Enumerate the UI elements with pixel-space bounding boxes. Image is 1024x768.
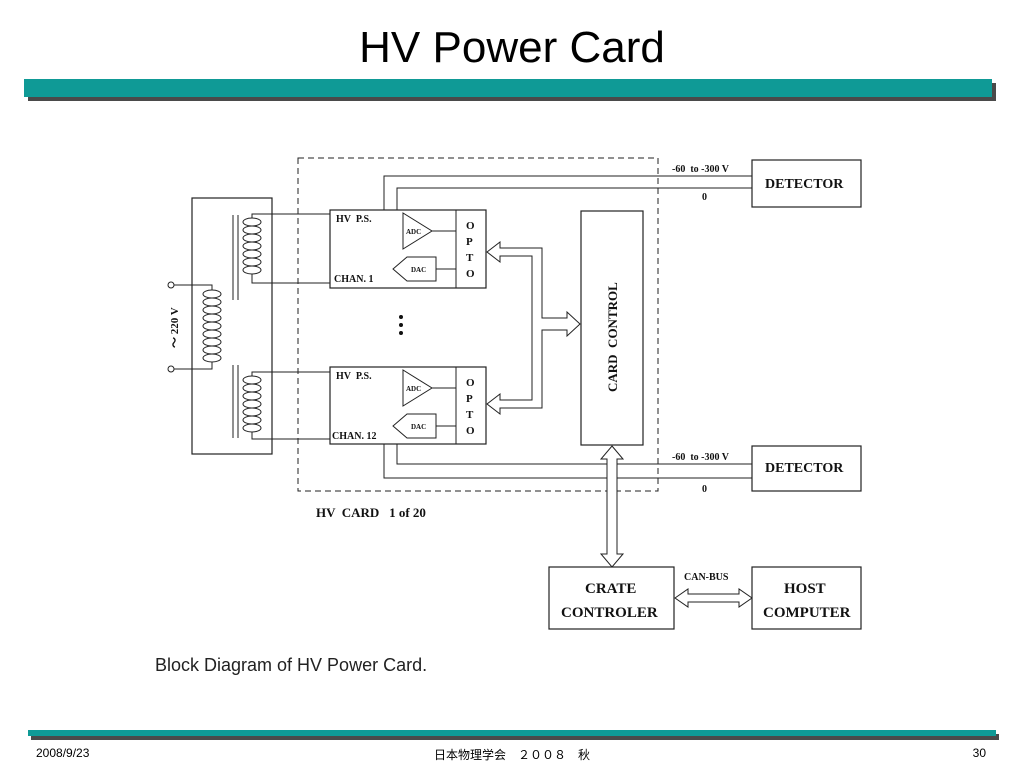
channel-1-opto-t: T bbox=[466, 252, 474, 264]
channel-12-adc bbox=[402, 369, 433, 407]
footer-page-number: 30 bbox=[972, 746, 986, 760]
channel-12-dac-label: DAC bbox=[411, 423, 426, 431]
channel-1-dac-label: DAC bbox=[411, 266, 426, 274]
more-channels-dots bbox=[399, 315, 403, 335]
secondary-coil-top bbox=[242, 217, 262, 275]
primary-coil bbox=[202, 289, 222, 363]
channel-12-ps-label: HV P.S. bbox=[336, 371, 372, 382]
opto-card-control-arrow bbox=[486, 240, 581, 416]
wire-bottom-hv bbox=[396, 444, 752, 465]
wire-bottom-return bbox=[383, 444, 752, 479]
detector-bottom-label: DETECTOR bbox=[765, 461, 844, 476]
host-computer-line2: COMPUTER bbox=[763, 605, 851, 621]
channel-1-opto-o2: O bbox=[466, 268, 475, 280]
voltage-label-top: -60 to -300 V bbox=[672, 164, 730, 175]
card-control-block bbox=[580, 210, 644, 446]
hv-card-boundary bbox=[297, 157, 659, 492]
footer-bar bbox=[28, 730, 996, 736]
diagram-caption: Block Diagram of HV Power Card. bbox=[155, 655, 428, 675]
mains-label: ～ 220 V bbox=[169, 307, 181, 348]
channel-1-chan-label: CHAN. 1 bbox=[334, 274, 373, 285]
detector-bottom-block bbox=[751, 445, 862, 492]
crate-controller-line1: CRATE bbox=[585, 581, 636, 597]
title-bar bbox=[24, 79, 992, 97]
crate-controller-block bbox=[548, 566, 675, 630]
host-computer-line1: HOST bbox=[784, 581, 826, 597]
channel-12-chan-label: CHAN. 12 bbox=[332, 431, 376, 442]
channel-1-ps-label: HV P.S. bbox=[336, 214, 372, 225]
host-computer-block bbox=[751, 566, 862, 630]
zero-label-bottom: 0 bbox=[702, 484, 707, 495]
transformer-box bbox=[191, 197, 273, 455]
channel-12-opto-t: T bbox=[466, 409, 474, 421]
detector-top-label: DETECTOR bbox=[765, 177, 844, 192]
card-control-label: CARD CONTROL bbox=[605, 282, 620, 392]
channel-1-block: HV P.S. CHAN. 1 ADC DAC O P T O bbox=[329, 209, 487, 289]
channel-12-block: HV P.S. CHAN. 12 ADC DAC O P T O bbox=[329, 366, 487, 445]
channel-12-opto-p: P bbox=[466, 393, 473, 405]
channel-1-adc-label: ADC bbox=[406, 228, 421, 236]
channel-12-adc-label: ADC bbox=[406, 385, 421, 393]
channel-12-opto-o2: O bbox=[466, 425, 475, 437]
footer-bar-shadow bbox=[31, 734, 999, 740]
footer-date: 2008/9/23 bbox=[36, 746, 90, 760]
can-bus-label: CAN-BUS bbox=[684, 572, 729, 583]
can-bus-arrow bbox=[674, 588, 753, 608]
wire-top-return bbox=[396, 187, 752, 210]
crate-controller-line2: CONTROLER bbox=[561, 605, 658, 621]
secondary-coil-bottom bbox=[242, 375, 262, 433]
channel-1-opto-o1: O bbox=[466, 220, 475, 232]
zero-label-top: 0 bbox=[702, 192, 707, 203]
wire-top-hv bbox=[383, 175, 752, 210]
channel-1-opto-p: P bbox=[466, 236, 473, 248]
hv-card-label: HV CARD 1 of 20 bbox=[316, 505, 426, 520]
detector-top-block bbox=[751, 159, 862, 208]
channel-1-adc bbox=[402, 212, 433, 250]
voltage-label-bottom: -60 to -300 V bbox=[672, 452, 730, 463]
footer-conference: 日本物理学会 ２００８ 秋 bbox=[433, 748, 590, 762]
slide-title: HV Power Card bbox=[359, 23, 665, 72]
channel-12-opto-o1: O bbox=[466, 377, 475, 389]
